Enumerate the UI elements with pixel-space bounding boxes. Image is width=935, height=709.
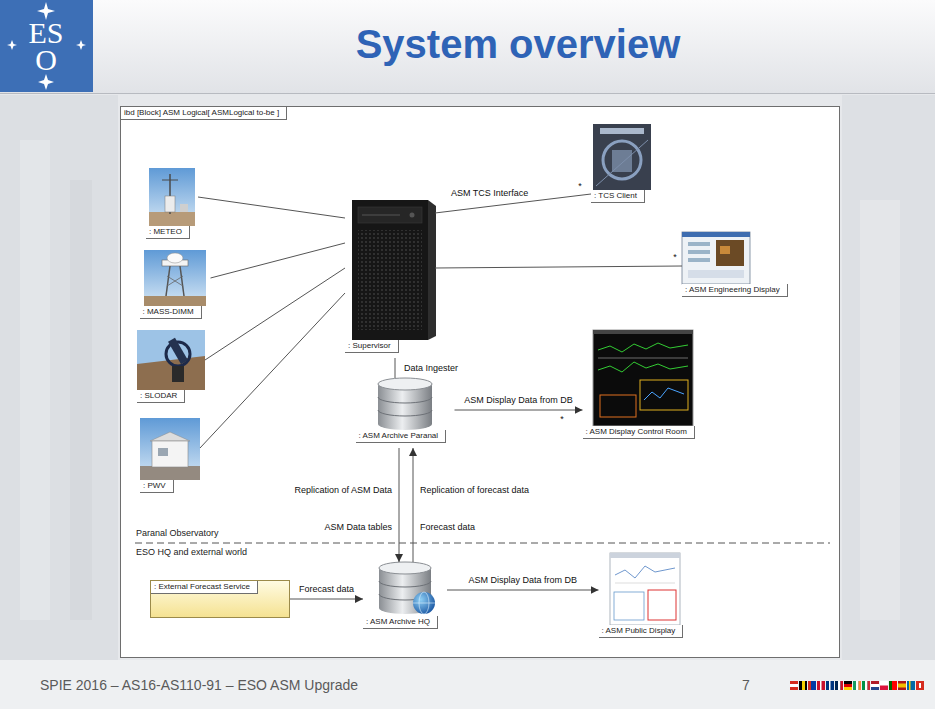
connector	[413, 448, 414, 562]
footer-text: SPIE 2016 – AS16-AS110-91 – ESO ASM Upgr…	[40, 677, 358, 693]
frame-heading: ibd [Block] ASM Logical[ ASMLogical to-b…	[121, 107, 287, 120]
pwv-photo	[140, 418, 200, 480]
mass-dimm-photo	[144, 250, 206, 306]
meteo-photo	[149, 168, 195, 226]
connector-label: ASM TCS Interface	[450, 188, 529, 199]
engineering-display-screenshot	[682, 232, 750, 284]
node-caption: : ASM Public Display	[599, 625, 684, 638]
connector	[399, 448, 400, 562]
node-caption: : Supervisor	[345, 340, 399, 353]
node-caption: : ASM Archive Paranal	[356, 430, 447, 443]
node-caption: : METEO	[146, 226, 190, 239]
sensor-node: : PWV	[140, 418, 200, 498]
slide-title: System overview	[356, 21, 681, 67]
node-caption: : External Forecast Service	[151, 581, 258, 594]
connector-label: ASM Display Data from DB	[467, 575, 578, 586]
connector-label: Replication of forecast data	[419, 485, 530, 496]
node-caption: : MASS-DIMM	[140, 306, 202, 319]
diagram-frame-fill	[120, 106, 840, 658]
header-band	[0, 0, 935, 94]
logo-lettering: ESO	[21, 19, 71, 73]
node-caption: : PWV	[140, 480, 174, 493]
connector-group	[198, 194, 682, 599]
display-node: : ASM Engineering Display	[682, 232, 796, 302]
connector	[198, 197, 345, 218]
connector	[447, 590, 599, 591]
connector	[455, 410, 583, 411]
zone-label: Paranal Observatory	[136, 528, 219, 539]
client-node: : TCS Client	[591, 124, 653, 208]
page-number: 7	[742, 677, 750, 693]
site-boundary-dashed-line	[135, 543, 830, 544]
database-node: : ASM Archive HQ	[363, 562, 447, 634]
node-caption: : SLODAR	[137, 390, 185, 403]
display-node: : ASM Display Control Room	[583, 330, 704, 444]
slodar-photo	[137, 330, 205, 390]
multiplicity-mark: *	[577, 181, 583, 192]
connector	[290, 599, 363, 600]
node-caption: : ASM Archive HQ	[363, 616, 438, 629]
node-caption: : TCS Client	[591, 190, 645, 203]
member-state-flags	[790, 681, 924, 690]
display-node: : ASM Public Display	[599, 553, 692, 643]
connector	[395, 358, 396, 378]
connector	[200, 293, 345, 448]
control-room-display-screenshot	[593, 330, 693, 426]
database-node: : ASM Archive Paranal	[356, 378, 455, 448]
flow-label: Forecast data	[419, 522, 476, 533]
multiplicity-mark: *	[672, 252, 678, 263]
archive-hq-database	[379, 562, 435, 614]
connector-label: Forecast data	[298, 584, 355, 595]
sensor-node: : SLODAR	[137, 330, 205, 408]
connector	[211, 243, 346, 278]
public-display-screenshot	[610, 553, 680, 625]
sensor-node: : METEO	[146, 168, 198, 244]
connector-label: Replication of ASM Data	[293, 485, 393, 496]
sensor-node: : MASS-DIMM	[140, 250, 211, 324]
multiplicity-mark: *	[559, 414, 565, 425]
connector	[435, 266, 682, 268]
supervisor-computer	[352, 200, 436, 340]
archive-paranal-database	[378, 378, 432, 430]
service-box: : External Forecast Service	[150, 580, 290, 618]
node-caption: : ASM Display Control Room	[583, 426, 695, 439]
connector	[205, 268, 345, 360]
eso-logo	[0, 0, 93, 92]
connector-label: ASM Display Data from DB	[463, 395, 574, 406]
tcs-client-photo	[593, 124, 651, 190]
zone-label: ESO HQ and external world	[136, 547, 247, 558]
flow-label: ASM Data tables	[323, 522, 393, 533]
connector-label: Data Ingester	[403, 363, 459, 374]
supervisor-node: : Supervisor	[345, 198, 435, 358]
node-caption: : ASM Engineering Display	[682, 284, 788, 297]
